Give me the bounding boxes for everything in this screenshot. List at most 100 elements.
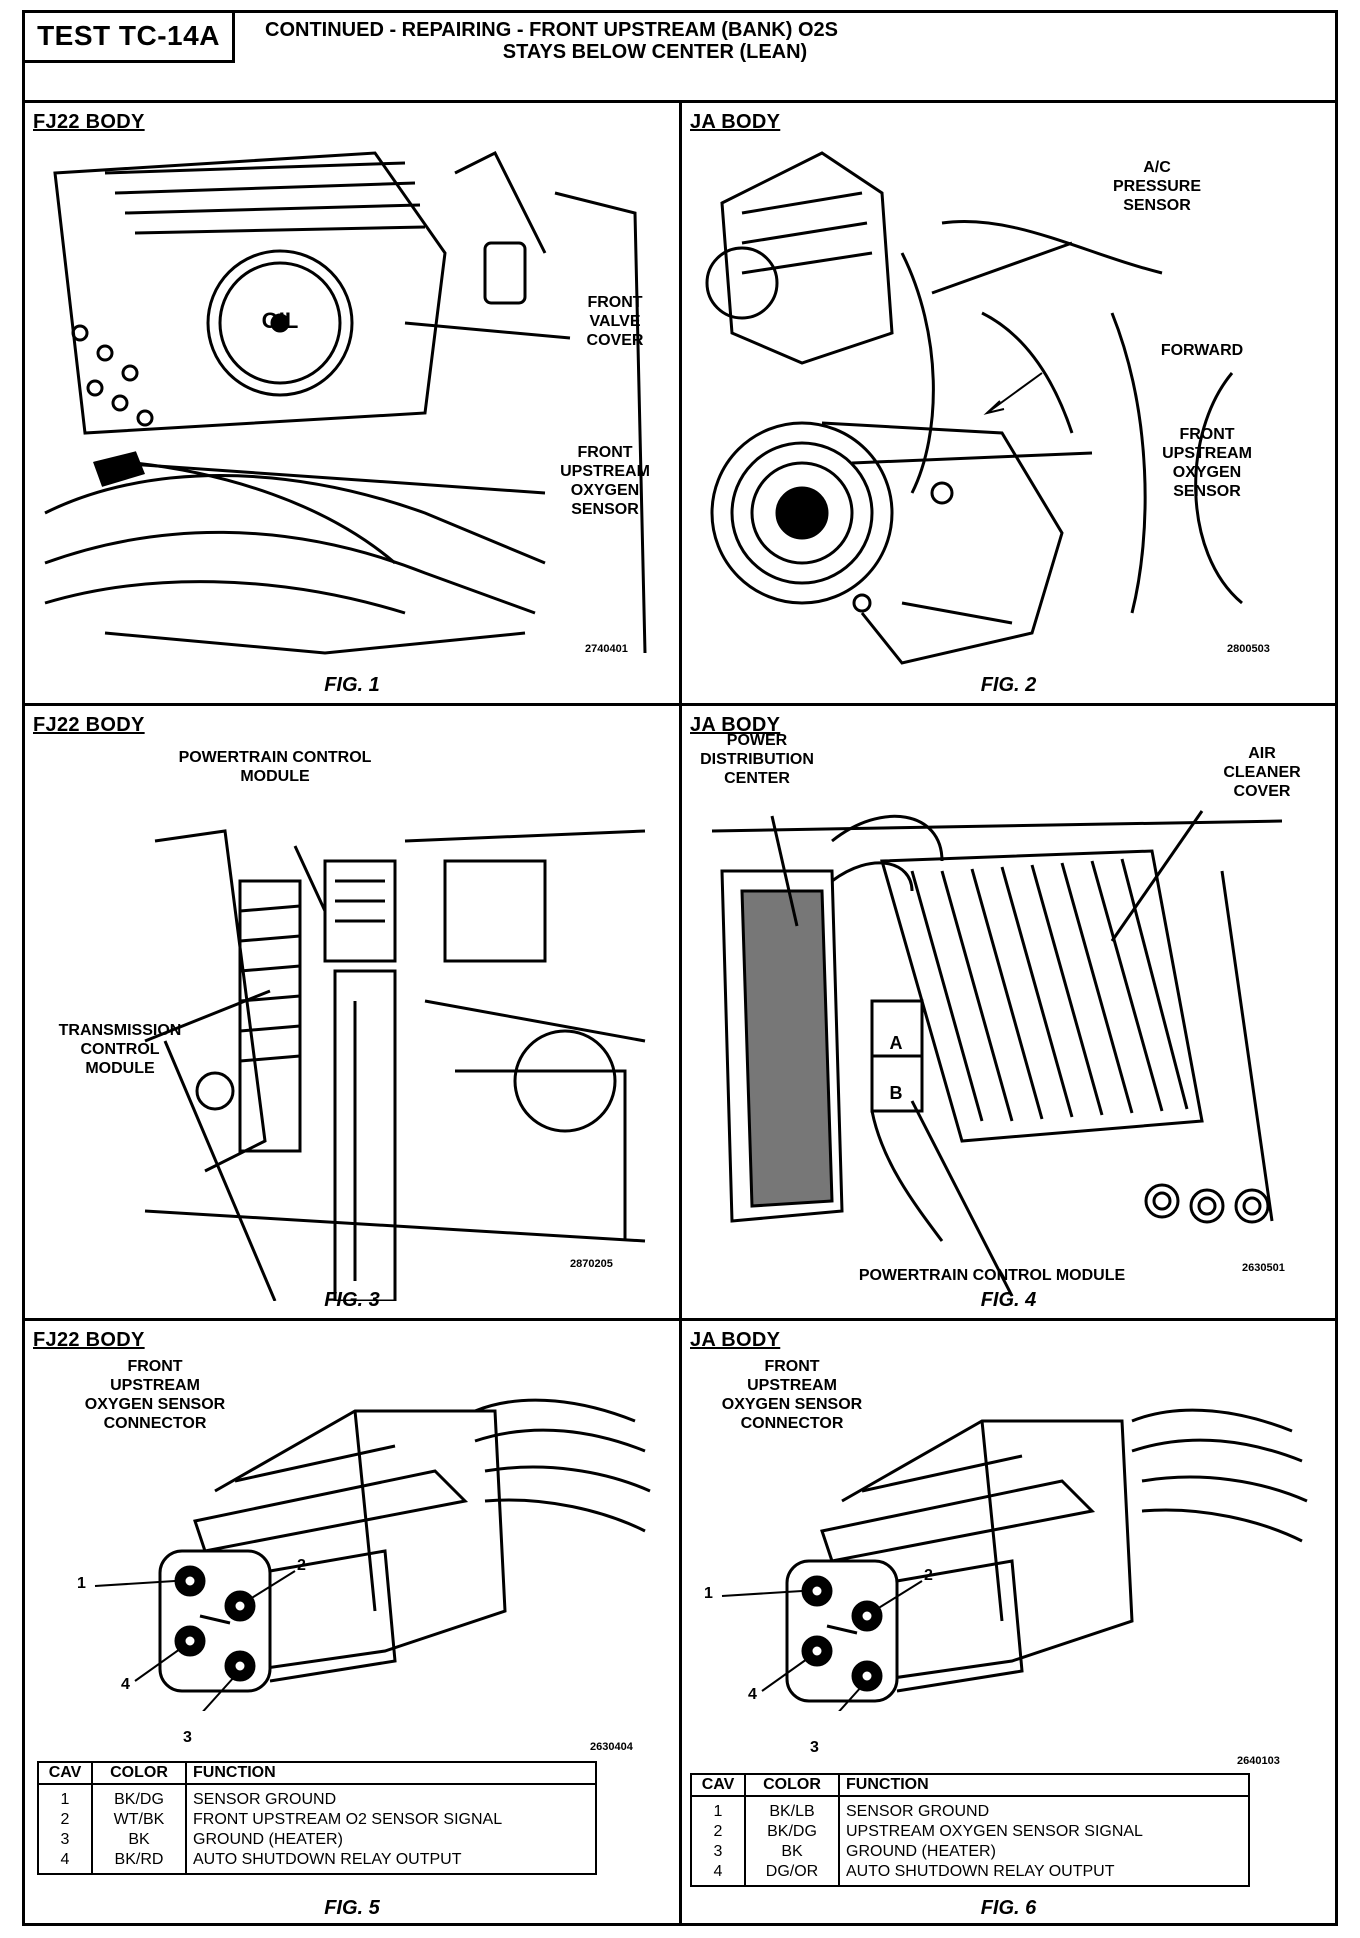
pcm-connector-a-label: A — [889, 1033, 903, 1053]
row-divider-1 — [25, 703, 1335, 706]
callout-power-distribution-center: POWER DISTRIBUTION CENTER — [700, 732, 814, 787]
pin-label-3: 3 — [810, 1739, 819, 1756]
figure-2-panel: JA BODY — [682, 103, 1335, 703]
col-cav: CAV — [690, 1773, 746, 1797]
body-label: JA BODY — [690, 714, 781, 736]
pin-label-3: 3 — [183, 1729, 192, 1746]
callout-front-upstream-oxygen-sensor: FRONT UPSTREAM OXYGEN SENSOR — [560, 444, 650, 518]
col-cav: CAV — [37, 1761, 93, 1785]
cell: DG/OR — [744, 1862, 840, 1887]
figure-number: 2640103 — [1237, 1755, 1280, 1767]
figure-6-panel: JA BODY FRONT UPSTREAM OXYGEN SENSOR CON… — [682, 1321, 1335, 1926]
figure-caption: FIG. 1 — [324, 674, 380, 696]
cell: 4 — [37, 1850, 93, 1875]
cell: 3 — [37, 1830, 93, 1850]
engine-illustration-fig1: OIL — [44, 150, 647, 655]
connector-illustration-fig5 — [94, 1398, 651, 1711]
pin-label-4: 4 — [748, 1686, 757, 1703]
cell: 2 — [37, 1810, 93, 1830]
callout-air-cleaner-cover: AIR CLEANER COVER — [1223, 745, 1301, 800]
body-label: JA BODY — [690, 111, 781, 133]
cell: BK — [744, 1842, 840, 1862]
cell: 2 — [690, 1822, 746, 1842]
body-label: JA BODY — [690, 1329, 781, 1351]
figure-caption: FIG. 3 — [324, 1289, 380, 1311]
callout-oxygen-sensor-connector: FRONT UPSTREAM OXYGEN SENSOR CONNECTOR — [721, 1358, 863, 1432]
center-divider — [679, 103, 682, 1926]
cell: UPSTREAM OXYGEN SENSOR SIGNAL — [838, 1822, 1250, 1842]
body-label: FJ22 BODY — [33, 111, 145, 133]
page-title: CONTINUED - REPAIRING - FRONT UPSTREAM (… — [255, 19, 1055, 63]
figure-4-panel: JA BODY — [682, 706, 1335, 1318]
pin-label-2: 2 — [924, 1567, 933, 1584]
cell: BK — [91, 1830, 187, 1850]
pin-label-1: 1 — [704, 1585, 713, 1602]
cell: AUTO SHUTDOWN RELAY OUTPUT — [185, 1850, 597, 1875]
figure-number: 2630404 — [590, 1741, 633, 1753]
oil-cap-text: OIL — [262, 308, 299, 333]
figure-caption: FIG. 6 — [980, 1897, 1037, 1919]
cell: BK/DG — [91, 1784, 187, 1810]
callout-transmission-control-module: TRANSMISSION CONTROL MODULE — [58, 1022, 182, 1077]
col-function: FUNCTION — [838, 1773, 1250, 1797]
cell: BK/RD — [91, 1850, 187, 1875]
col-color: COLOR — [91, 1761, 187, 1785]
figure-5-panel: FJ22 BODY FRONT UPSTREAM OXYGEN SENSOR C… — [25, 1321, 679, 1926]
figure-3-panel: FJ22 BODY — [25, 706, 679, 1318]
figure-number: 2630501 — [1242, 1262, 1285, 1274]
cell: WT/BK — [91, 1810, 187, 1830]
cell: SENSOR GROUND — [838, 1796, 1250, 1822]
figure-caption: FIG. 5 — [324, 1897, 380, 1919]
connector-illustration-fig6 — [721, 1408, 1308, 1711]
engine-bay-illustration-fig4 — [711, 810, 1283, 1297]
module-illustration-fig3 — [144, 829, 646, 1301]
cell: AUTO SHUTDOWN RELAY OUTPUT — [838, 1862, 1250, 1887]
cell: 1 — [690, 1796, 746, 1822]
col-function: FUNCTION — [185, 1761, 597, 1785]
callout-powertrain-control-module: POWERTRAIN CONTROL MODULE — [178, 749, 372, 785]
service-manual-page: TEST TC-14A CONTINUED - REPAIRING - FRON… — [22, 10, 1338, 1926]
pin-label-4: 4 — [121, 1676, 130, 1693]
cell: 4 — [690, 1862, 746, 1887]
callout-front-upstream-oxygen-sensor: FRONT UPSTREAM OXYGEN SENSOR — [1162, 426, 1252, 500]
figure-caption: FIG. 2 — [980, 674, 1037, 696]
title-line-1: CONTINUED - REPAIRING - FRONT UPSTREAM (… — [265, 19, 838, 41]
title-line-2: STAYS BELOW CENTER (LEAN) — [502, 41, 808, 63]
page-header: TEST TC-14A CONTINUED - REPAIRING - FRON… — [25, 13, 1335, 103]
test-id-box: TEST TC-14A — [25, 13, 235, 63]
cell: 3 — [690, 1842, 746, 1862]
cell: FRONT UPSTREAM O2 SENSOR SIGNAL — [185, 1810, 597, 1830]
pcm-connector-b-label: B — [889, 1083, 903, 1103]
callout-oxygen-sensor-connector: FRONT UPSTREAM OXYGEN SENSOR CONNECTOR — [84, 1358, 226, 1432]
pin-label-2: 2 — [297, 1557, 306, 1574]
figure-1-panel: FJ22 BODY — [25, 103, 679, 703]
col-color: COLOR — [744, 1773, 840, 1797]
callout-powertrain-control-module: POWERTRAIN CONTROL MODULE — [858, 1267, 1126, 1284]
body-label: FJ22 BODY — [33, 1329, 145, 1351]
body-label: FJ22 BODY — [33, 714, 145, 736]
figure-caption: FIG. 4 — [980, 1289, 1037, 1311]
cell: SENSOR GROUND — [185, 1784, 597, 1810]
cell: BK/LB — [744, 1796, 840, 1822]
row-divider-2 — [25, 1318, 1335, 1321]
figure-number: 2870205 — [570, 1258, 613, 1270]
callout-forward: FORWARD — [1160, 342, 1244, 359]
figure-number: 2800503 — [1227, 643, 1270, 655]
callout-ac-pressure-sensor: A/C PRESSURE SENSOR — [1112, 159, 1202, 214]
cell: BK/DG — [744, 1822, 840, 1842]
cell: GROUND (HEATER) — [838, 1842, 1250, 1862]
callout-front-valve-cover: FRONT VALVE COVER — [586, 294, 644, 349]
figure-number: 2740401 — [585, 643, 628, 655]
engine-illustration-fig2 — [705, 151, 1243, 665]
cell: 1 — [37, 1784, 93, 1810]
